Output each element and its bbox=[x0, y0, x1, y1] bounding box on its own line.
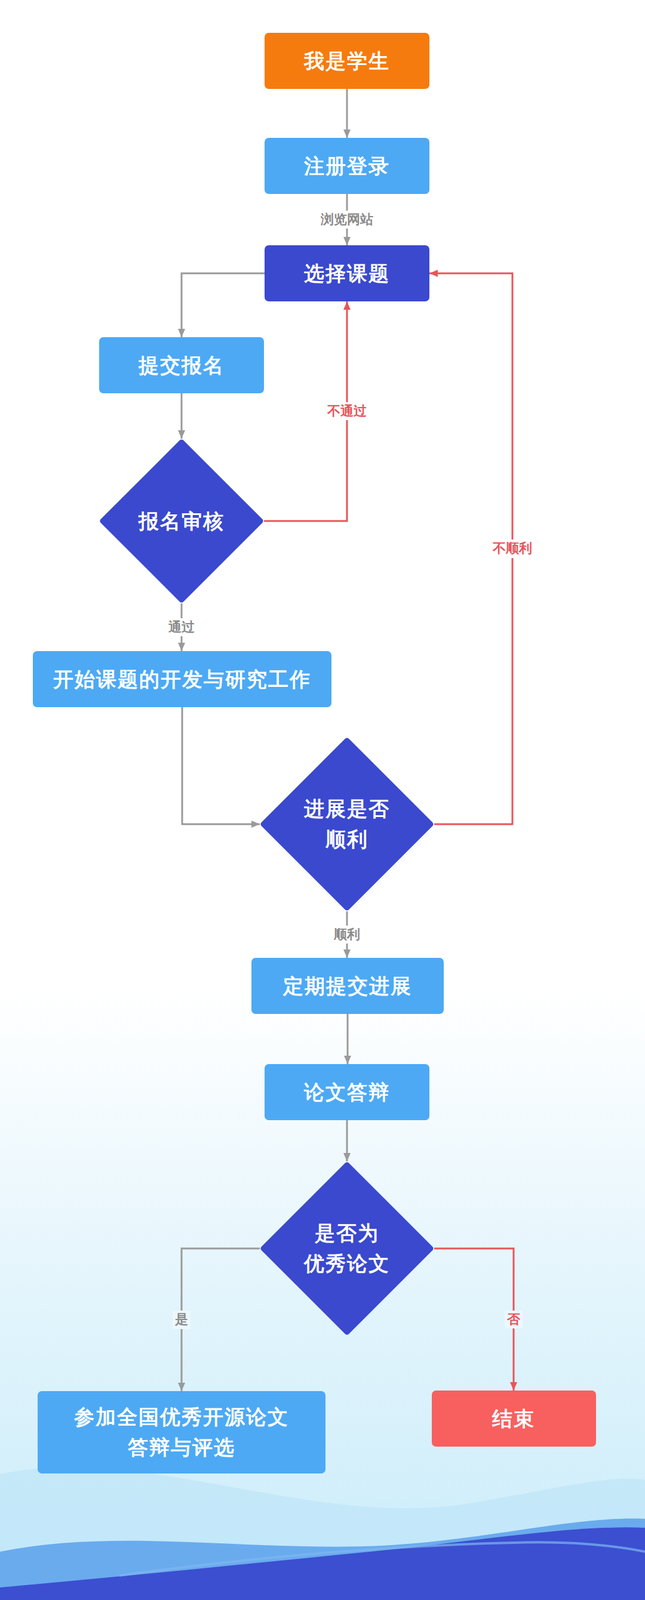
edge-label: 不通过 bbox=[324, 402, 370, 421]
diamond-shape bbox=[259, 737, 435, 912]
edge-label: 是 bbox=[172, 1311, 191, 1330]
node-text: 提交报名 bbox=[138, 350, 225, 382]
edge-label: 否 bbox=[504, 1311, 523, 1330]
process-box: 提交报名 bbox=[99, 337, 264, 394]
wave-light bbox=[0, 1468, 645, 1600]
process-box: 定期提交进展 bbox=[251, 958, 444, 1015]
wave-dark bbox=[0, 1528, 645, 1600]
connector-arrow bbox=[346, 1120, 349, 1163]
node-text: 注册登录 bbox=[303, 151, 390, 182]
edge-label: 浏览网站 bbox=[318, 210, 376, 229]
connector-arrow bbox=[346, 88, 349, 138]
decision-diamond: 报名审核 bbox=[99, 438, 264, 604]
end-box: 结束 bbox=[431, 1391, 597, 1448]
node-text: 参加全国优秀开源论文 答辩与评选 bbox=[48, 1402, 315, 1464]
process-box: 论文答辩 bbox=[264, 1064, 430, 1121]
process-box: 参加全国优秀开源论文 答辩与评选 bbox=[37, 1392, 326, 1475]
node-text: 论文答辩 bbox=[303, 1077, 390, 1109]
edge-label: 顺利 bbox=[331, 926, 363, 945]
connector-arrow bbox=[346, 1014, 349, 1065]
diamond-shape bbox=[259, 1162, 435, 1337]
connector-arrow bbox=[434, 1249, 514, 1392]
wave-highlight bbox=[119, 1543, 645, 1577]
node-text: 进展是否 顺利 bbox=[296, 794, 398, 856]
process-box: 开始课题的开发与研究工作 bbox=[32, 651, 332, 708]
edge-label: 不顺利 bbox=[490, 539, 535, 558]
connector-arrow bbox=[181, 273, 265, 338]
connector-arrow bbox=[182, 707, 260, 825]
connector-arrow bbox=[180, 393, 183, 439]
wave-mid bbox=[0, 1519, 645, 1600]
process-box: 注册登录 bbox=[264, 137, 430, 195]
node-text: 开始课题的开发与研究工作 bbox=[53, 664, 312, 696]
decision-diamond: 进展是否 顺利 bbox=[259, 737, 435, 912]
decision-diamond: 是否为 优秀论文 bbox=[259, 1162, 435, 1337]
node-text: 结束 bbox=[492, 1404, 536, 1436]
node-text: 是否为 优秀论文 bbox=[296, 1218, 398, 1280]
node-text: 报名审核 bbox=[138, 506, 225, 537]
node-text: 定期提交进展 bbox=[283, 971, 413, 1003]
node-text: 选择课题 bbox=[303, 258, 390, 290]
start-box: 我是学生 bbox=[264, 32, 430, 89]
edge-label: 通过 bbox=[166, 618, 198, 637]
connector-arrow bbox=[181, 1249, 260, 1393]
process-box: 选择课题 bbox=[264, 245, 430, 302]
node-text: 我是学生 bbox=[303, 45, 390, 77]
